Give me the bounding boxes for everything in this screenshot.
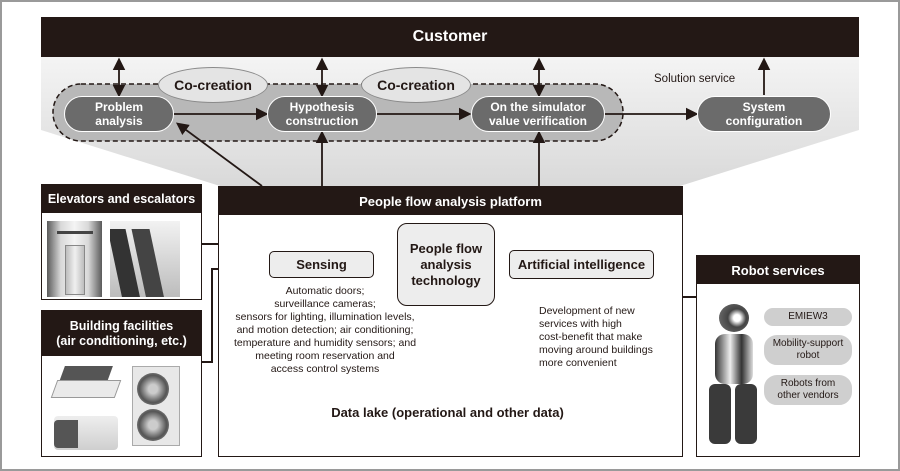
data-lake-label: Data lake (operational and other data): [331, 405, 564, 420]
elevator-photo: [47, 221, 102, 297]
arrow-platform-problem: [175, 122, 263, 187]
robot-item-other-vendors: Robots from other vendors: [763, 374, 853, 406]
ai-box: Artificial intelligence: [509, 250, 654, 279]
ai-description: Development of new services with high co…: [539, 305, 653, 369]
surveillance-camera-photo: [54, 416, 118, 450]
co-creation-oval-1: Co-creation: [158, 67, 268, 103]
customer-bar: Customer: [41, 17, 859, 57]
ceiling-air-conditioner-photo: [50, 366, 122, 400]
elevators-panel: Elevators and escalators: [41, 184, 202, 300]
robot-photo: [705, 304, 765, 449]
sensing-box: Sensing: [269, 251, 374, 278]
sensing-description: Automatic doors; surveillance cameras; s…: [233, 285, 417, 375]
solution-service-label: Solution service: [654, 73, 736, 85]
robot-item-emiew3: EMIEW3: [763, 307, 853, 327]
platform-header: People flow analysis platform: [219, 187, 682, 215]
outdoor-ac-unit-photo: [132, 366, 180, 446]
robot-item-mobility-support: Mobility-support robot: [763, 334, 853, 366]
elevators-header: Elevators and escalators: [42, 185, 201, 213]
escalator-photo: [110, 221, 180, 297]
technology-box: People flow analysis technology: [397, 223, 495, 306]
robots-header: Robot services: [697, 256, 859, 284]
building-header: Building facilities (air conditioning, e…: [42, 311, 201, 356]
co-creation-oval-2: Co-creation: [361, 67, 471, 103]
robots-panel: Robot services: [696, 255, 860, 457]
building-panel: Building facilities (air conditioning, e…: [41, 310, 202, 457]
customer-title: Customer: [412, 28, 488, 45]
